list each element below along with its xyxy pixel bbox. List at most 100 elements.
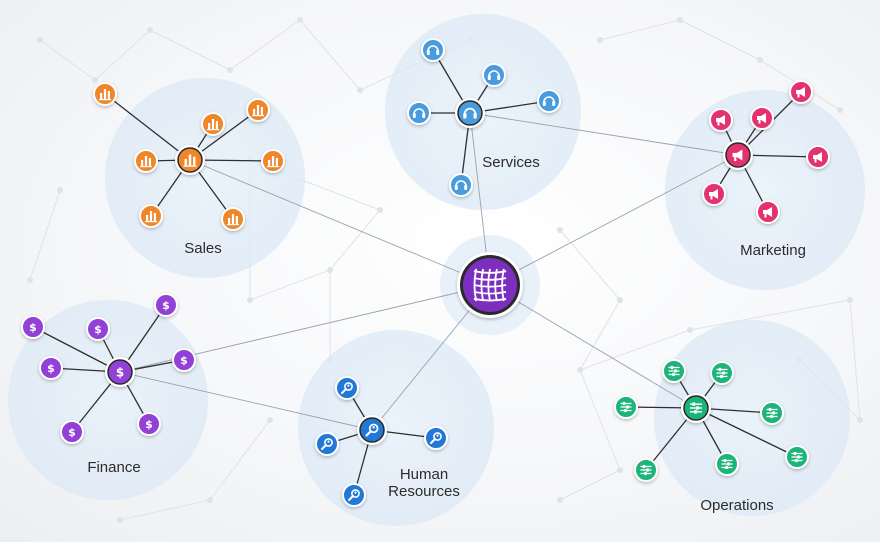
person-search-icon xyxy=(430,432,442,444)
sliders-icon xyxy=(640,464,652,476)
sliders-icon xyxy=(690,402,702,414)
cluster-label-sales: Sales xyxy=(184,240,222,257)
bar-chart-icon xyxy=(227,214,239,226)
bar-chart-icon xyxy=(140,156,152,168)
marketing-node-3 xyxy=(750,106,774,130)
marketing-node-5 xyxy=(702,182,726,206)
sliders-icon xyxy=(716,367,728,379)
dollar-coin-icon: $ xyxy=(180,354,188,367)
finance-node-2: $ xyxy=(86,317,110,341)
svg-text:$: $ xyxy=(47,362,55,375)
svg-text:$: $ xyxy=(29,321,37,334)
sales-node-3 xyxy=(201,112,225,136)
dollar-coin-icon: $ xyxy=(47,362,55,375)
cluster-label-finance: Finance xyxy=(87,459,141,476)
person-search-icon xyxy=(348,489,360,501)
services-node-3 xyxy=(537,89,561,113)
marketing-node-2 xyxy=(709,108,733,132)
person-search-icon xyxy=(341,382,353,394)
services-node-2 xyxy=(482,63,506,87)
services-node-5 xyxy=(449,173,473,197)
finance-node-5: $ xyxy=(172,348,196,372)
bar-chart-icon xyxy=(267,156,279,168)
megaphone-icon xyxy=(709,189,718,200)
sales-node-2 xyxy=(246,98,270,122)
dollar-coin-icon: $ xyxy=(29,321,37,334)
cluster-label-marketing: Marketing xyxy=(740,242,806,259)
headset-icon xyxy=(426,45,440,55)
megaphone-icon xyxy=(813,152,822,163)
svg-text:$: $ xyxy=(116,365,124,379)
finance-center-node: $ xyxy=(105,357,135,387)
sales-node-5 xyxy=(261,149,285,173)
hr-node-2 xyxy=(315,432,339,456)
bar-chart-icon xyxy=(207,119,219,131)
sliders-icon xyxy=(668,365,680,377)
sales-center-node xyxy=(175,145,205,175)
megaphone-icon xyxy=(796,87,805,98)
sliders-icon xyxy=(721,458,733,470)
hr-node-1 xyxy=(335,376,359,400)
operations-node-2 xyxy=(710,361,734,385)
svg-text:$: $ xyxy=(68,426,76,439)
finance-node-3: $ xyxy=(154,293,178,317)
finance-node-6: $ xyxy=(60,420,84,444)
sales-node-7 xyxy=(221,207,245,231)
sales-node-4 xyxy=(134,149,158,173)
operations-node-6 xyxy=(715,452,739,476)
operations-center-node xyxy=(681,393,711,423)
megaphone-icon xyxy=(732,149,743,161)
svg-text:$: $ xyxy=(145,418,153,431)
megaphone-icon xyxy=(716,115,725,126)
svg-text:$: $ xyxy=(162,299,170,312)
cluster-label-operations: Operations xyxy=(700,497,774,514)
marketing-node-1 xyxy=(789,80,813,104)
headset-icon xyxy=(454,180,468,190)
bar-chart-icon xyxy=(145,211,157,223)
cluster-label-hr: Human Resources xyxy=(388,466,460,500)
central-hub-node xyxy=(457,252,523,318)
sales-node-1 xyxy=(93,82,117,106)
finance-node-4: $ xyxy=(39,356,63,380)
operations-node-1 xyxy=(662,359,686,383)
sliders-icon xyxy=(620,401,632,413)
cluster-label-services: Services xyxy=(482,154,540,171)
hr-node-3 xyxy=(424,426,448,450)
hr-center-node xyxy=(357,415,387,445)
dollar-coin-icon: $ xyxy=(145,418,153,431)
megaphone-icon xyxy=(763,207,772,218)
headset-icon xyxy=(412,108,426,118)
finance-node-1: $ xyxy=(21,315,45,339)
sliders-icon xyxy=(766,407,778,419)
bar-chart-icon xyxy=(252,105,264,117)
sales-node-6 xyxy=(139,204,163,228)
operations-node-5 xyxy=(634,458,658,482)
marketing-node-4 xyxy=(806,145,830,169)
marketing-center-node xyxy=(723,140,753,170)
sliders-icon xyxy=(791,451,803,463)
headset-icon xyxy=(463,107,477,119)
services-center-node xyxy=(455,98,485,128)
svg-text:$: $ xyxy=(94,323,102,336)
person-search-icon xyxy=(365,423,379,437)
bar-chart-icon xyxy=(99,89,111,101)
hr-node-4 xyxy=(342,483,366,507)
finance-node-7: $ xyxy=(137,412,161,436)
operations-node-4 xyxy=(760,401,784,425)
marketing-node-6 xyxy=(756,200,780,224)
services-node-1 xyxy=(421,38,445,62)
dollar-coin-icon: $ xyxy=(68,426,76,439)
headset-icon xyxy=(542,96,556,106)
svg-text:$: $ xyxy=(180,354,188,367)
operations-node-3 xyxy=(614,395,638,419)
dollar-coin-icon: $ xyxy=(116,365,124,379)
operations-node-7 xyxy=(785,445,809,469)
bar-chart-icon xyxy=(183,154,197,167)
dollar-coin-icon: $ xyxy=(162,299,170,312)
headset-icon xyxy=(487,70,501,80)
person-search-icon xyxy=(321,438,333,450)
dollar-coin-icon: $ xyxy=(94,323,102,336)
megaphone-icon xyxy=(757,113,766,124)
